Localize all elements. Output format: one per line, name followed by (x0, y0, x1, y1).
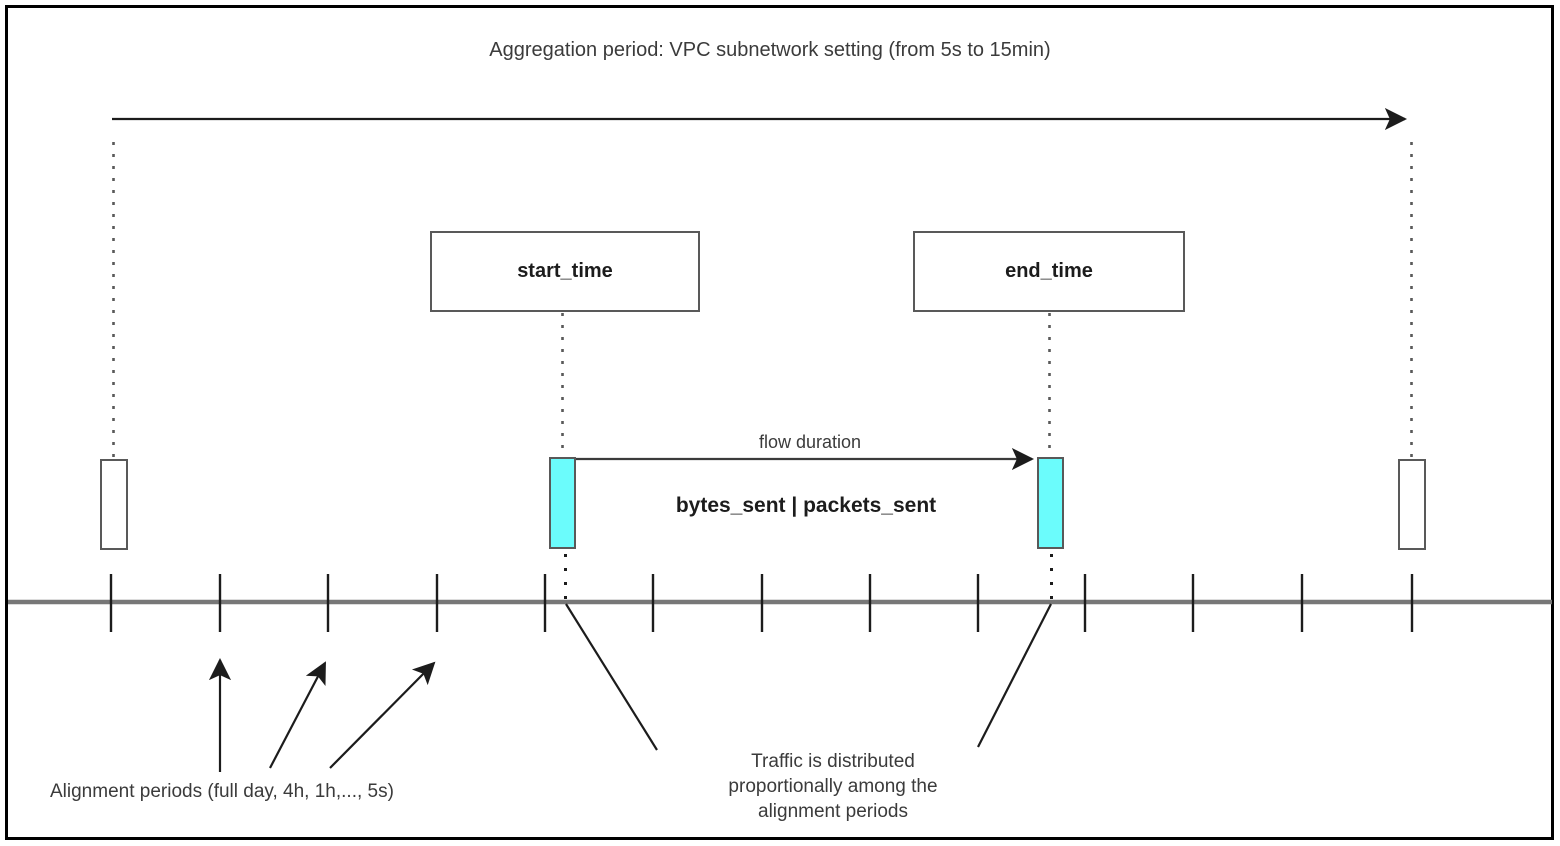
metrics-label: bytes_sent | packets_sent (675, 494, 937, 517)
alignment-periods-label: Alignment periods (full day, 4h, 1h,...,… (50, 781, 394, 802)
traffic-note-line-1: Traffic is distributed (751, 751, 915, 772)
activation-bar-start-time (549, 457, 576, 549)
aggregation-period-title: Aggregation period: VPC subnetwork setti… (489, 39, 1051, 61)
alignment-arrow-diagonal-1 (269, 661, 326, 769)
node-label-start-time: start_time (517, 260, 613, 282)
node-label-end-time: end_time (1005, 260, 1093, 282)
traffic-note-leader-right (977, 603, 1052, 748)
node-box-start-time[interactable]: start_time (430, 231, 700, 312)
traffic-note-line-2: proportionally among the (728, 776, 938, 797)
node-box-end-time[interactable]: end_time (913, 231, 1185, 312)
traffic-note-line-3: alignment periods (758, 801, 908, 822)
axis-ticks (109, 574, 1414, 632)
traffic-note-leader-left (565, 603, 658, 751)
activation-bar-end-time (1037, 457, 1064, 549)
alignment-arrow-diagonal-2 (329, 661, 436, 769)
activation-bar-right (1398, 459, 1426, 550)
activation-bar-left (100, 459, 128, 550)
flow-duration-label: flow duration (758, 432, 862, 452)
